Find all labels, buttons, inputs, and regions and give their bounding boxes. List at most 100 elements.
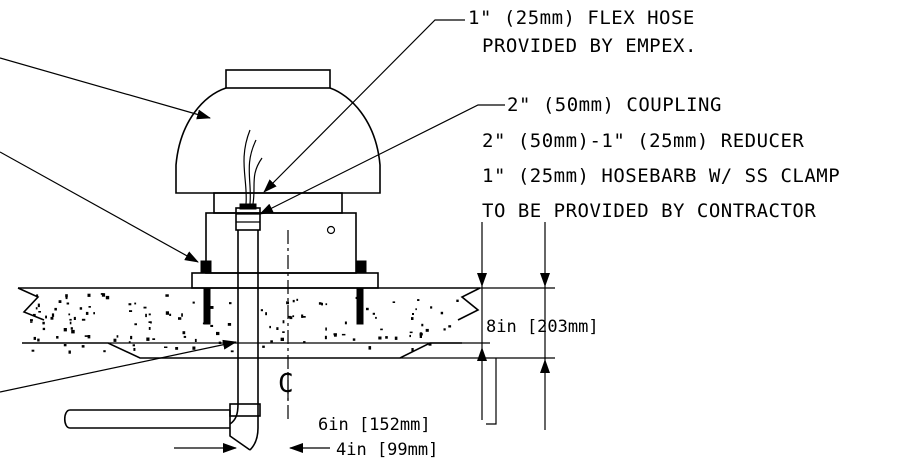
- concrete-aggregate: [30, 293, 459, 354]
- aggregate-speck: [88, 306, 91, 308]
- aggregate-speck: [130, 335, 133, 340]
- aggregate-speck: [260, 309, 263, 312]
- dimension-lines: [174, 222, 555, 453]
- aggregate-speck: [134, 323, 137, 326]
- exhaust-fan-unit: [175, 69, 381, 325]
- coupling-callout-line-2: 2" (50mm)-1" (25mm) REDUCER: [482, 130, 804, 152]
- flex-hose-callout-line-1: 1" (25mm) FLEX HOSE: [468, 7, 695, 29]
- aggregate-speck: [128, 341, 131, 343]
- aggregate-speck: [324, 335, 327, 340]
- aggregate-speck: [375, 316, 377, 319]
- aggregate-speck: [425, 328, 429, 332]
- pipe-offset-dimension: 4in [99mm]: [336, 440, 438, 460]
- aggregate-speck: [175, 347, 179, 350]
- coupling-callout-line-3: 1" (25mm) HOSEBARB W/ SS CLAMP: [482, 165, 840, 187]
- aggregate-speck: [287, 315, 291, 318]
- aggregate-speck: [321, 302, 323, 306]
- aggregate-speck: [152, 338, 156, 340]
- aggregate-speck: [325, 303, 328, 306]
- slab-thickness-dimension: 8in [203mm]: [486, 317, 599, 337]
- aggregate-speck: [81, 345, 85, 348]
- aggregate-speck: [63, 328, 67, 332]
- aggregate-speck: [45, 315, 47, 319]
- aggregate-speck: [428, 342, 432, 346]
- aggregate-speck: [282, 331, 285, 333]
- aggregate-speck: [192, 301, 195, 304]
- aggregate-speck: [182, 331, 186, 335]
- aggregate-speck: [68, 313, 71, 316]
- aggregate-speck: [70, 327, 73, 330]
- aggregate-speck: [146, 337, 150, 341]
- aggregate-speck: [37, 303, 40, 308]
- aggregate-speck: [113, 338, 117, 342]
- aggregate-speck: [368, 346, 372, 350]
- aggregate-speck: [101, 293, 106, 297]
- aggregate-speck: [385, 336, 388, 339]
- aggregate-speck: [419, 334, 422, 338]
- aggregate-speck: [33, 313, 36, 317]
- aggregate-speck: [301, 314, 304, 318]
- leader-arrows: [0, 19, 505, 393]
- aggregate-speck: [69, 318, 72, 321]
- aggregate-speck: [133, 348, 136, 351]
- aggregate-speck: [333, 333, 337, 336]
- aggregate-speck: [440, 311, 444, 315]
- aggregate-speck: [143, 306, 147, 309]
- aggregate-speck: [392, 301, 396, 303]
- aggregate-speck: [145, 313, 147, 318]
- aggregate-speck: [181, 313, 183, 317]
- aggregate-speck: [56, 336, 59, 339]
- aggregate-speck: [194, 338, 197, 342]
- aggregate-speck: [165, 311, 169, 315]
- aggregate-speck: [31, 349, 35, 352]
- aggregate-speck: [116, 335, 119, 338]
- aggregate-speck: [411, 317, 414, 320]
- coupling-callout-line-1: 2" (50mm) COUPLING: [507, 94, 722, 116]
- aggregate-speck: [66, 302, 70, 305]
- aggregate-speck: [68, 350, 71, 354]
- aggregate-speck: [269, 325, 271, 329]
- aggregate-speck: [148, 313, 151, 316]
- aggregate-speck: [51, 313, 55, 317]
- aggregate-speck: [148, 327, 151, 330]
- aggregate-speck: [65, 294, 68, 298]
- aggregate-speck: [325, 327, 327, 331]
- aggregate-speck: [415, 308, 417, 311]
- aggregate-speck: [409, 334, 411, 338]
- aggregate-speck: [81, 318, 86, 321]
- aggregate-speck: [38, 311, 41, 313]
- aggregate-speck: [265, 312, 267, 316]
- aggregate-speck: [73, 316, 76, 320]
- aggregate-speck: [37, 338, 40, 342]
- aggregate-speck: [30, 319, 33, 322]
- aggregate-speck: [169, 313, 172, 316]
- aggregate-speck: [302, 316, 306, 318]
- aggregate-speck: [282, 320, 285, 324]
- aggregate-speck: [280, 337, 284, 341]
- aggregate-speck: [54, 307, 57, 311]
- aggregate-speck: [35, 307, 38, 310]
- aggregate-speck: [296, 298, 299, 301]
- aggregate-speck: [303, 341, 306, 343]
- aggregate-speck: [85, 311, 89, 315]
- aggregate-speck: [210, 324, 214, 327]
- aggregate-speck: [276, 327, 279, 330]
- aggregate-speck: [448, 325, 452, 328]
- aggregate-speck: [183, 335, 187, 338]
- aggregate-speck: [134, 302, 137, 305]
- aggregate-speck: [216, 331, 220, 336]
- aggregate-speck: [192, 346, 196, 350]
- aggregate-speck: [411, 348, 414, 352]
- aggregate-speck: [63, 344, 67, 347]
- aggregate-speck: [58, 300, 62, 303]
- aggregate-speck: [229, 302, 232, 305]
- aggregate-speck: [286, 301, 289, 305]
- aggregate-speck: [380, 328, 383, 331]
- aggregate-speck: [378, 336, 382, 340]
- aggregate-speck: [84, 335, 88, 337]
- aggregate-speck: [210, 306, 214, 309]
- aggregate-speck: [430, 306, 433, 309]
- aggregate-speck: [42, 321, 45, 325]
- aggregate-speck: [227, 323, 232, 326]
